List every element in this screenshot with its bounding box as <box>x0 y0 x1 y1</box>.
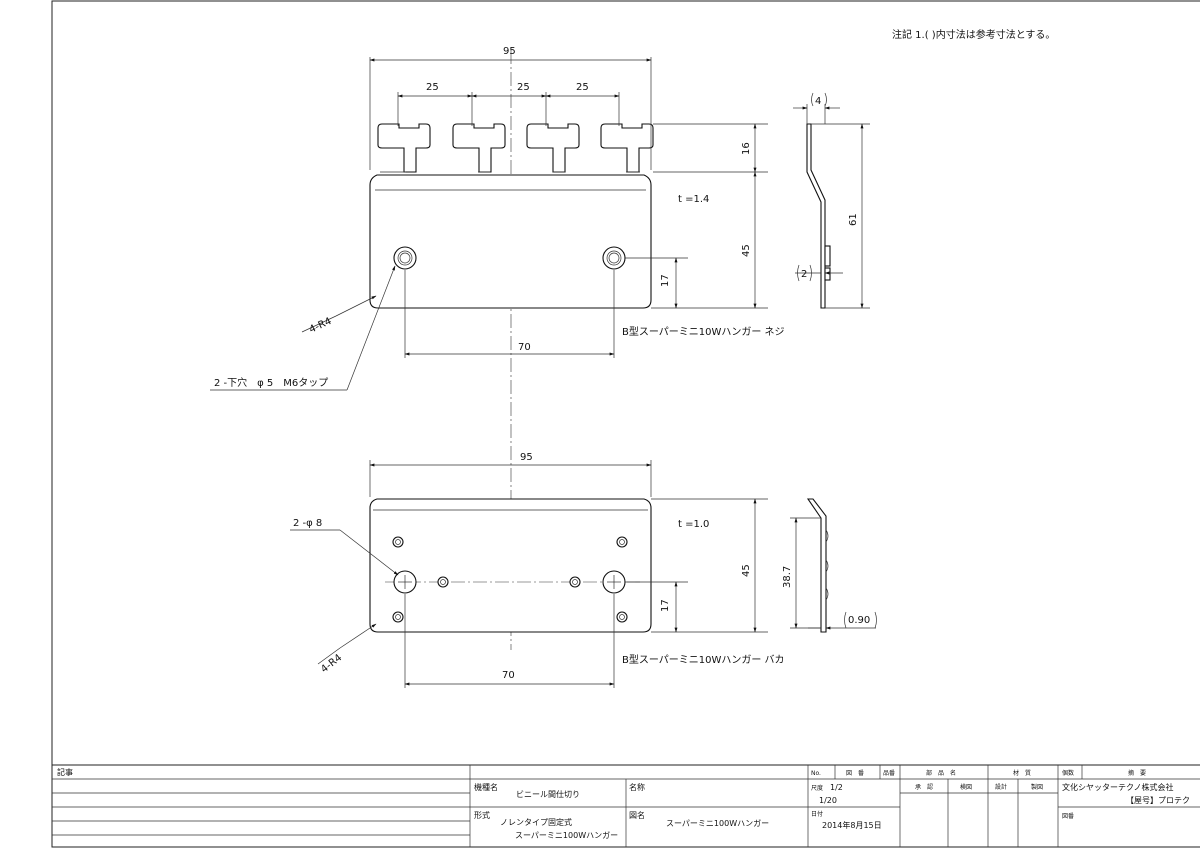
side-lip-label: 2 <box>801 269 807 280</box>
side-height-label: 38.7 <box>782 566 793 588</box>
title-block: 記事 機種名 ビニール間仕切り 形式 ノレンタイプ固定式 スーパーミニ100Wハ… <box>51 764 1200 848</box>
check-label: 検図 <box>960 783 972 791</box>
tap-hole-label: 2 -下穴 φ 5 M6タップ <box>214 376 328 389</box>
dim-hole-spacing-top: 70 <box>518 342 531 353</box>
zaishitsu-label: 材 質 <box>1013 769 1031 777</box>
thickness-label-bottom: t =1.0 <box>678 519 709 530</box>
model-value: ビニール間仕切り <box>516 789 580 799</box>
dim-tab-height: 16 <box>741 142 752 155</box>
top-side-view: 4 61 2 <box>793 92 870 309</box>
side-offset-label: 4 <box>815 96 821 107</box>
scale-value-1: 1/2 <box>830 783 843 792</box>
caption-top: B型スーパーミニ10Wハンガー ネジ <box>622 325 785 338</box>
drawing-name: スーパーミニ100Wハンガー <box>666 818 769 828</box>
dim-pitch-mid: 25 <box>517 82 530 93</box>
radius-label-bottom: 4-R4 <box>319 652 344 675</box>
date-label: 日付 <box>811 810 823 818</box>
bottom-front-view: 95 2 -φ 8 t =1.0 45 17 70 4-R4 B型スーパーミニ1… <box>290 452 785 688</box>
type-label: 形式 <box>474 810 490 820</box>
type-value-2: スーパーミニ100Wハンガー <box>515 830 618 840</box>
tap-hole-left <box>393 246 417 270</box>
approve-label: 承 認 <box>915 783 933 791</box>
hinban-label: 品番 <box>883 770 895 777</box>
hanger-tab-4 <box>600 123 654 173</box>
top-front-view: 95 25 25 25 t =1.4 16 45 17 70 4-R4 <box>210 46 785 650</box>
dim-hole-spacing-bottom: 70 <box>502 670 515 681</box>
tekiyo-label: 摘 要 <box>1128 769 1146 777</box>
dim-pitch-left: 25 <box>426 82 439 93</box>
zuban-label: 図 番 <box>846 770 864 777</box>
hanger-tab-2 <box>452 123 506 173</box>
side-total-height: 61 <box>848 213 859 226</box>
bakana-hole-left <box>393 570 417 594</box>
no-label: No. <box>811 770 821 777</box>
caption-bottom: B型スーパーミニ10Wハンガー バカ <box>622 653 785 666</box>
dim-pitch-right: 25 <box>576 82 589 93</box>
hole-dia-label: 2 -φ 8 <box>293 518 322 529</box>
small-holes <box>392 536 628 623</box>
thickness-label-top: t =1.4 <box>678 194 709 205</box>
draw-label: 製図 <box>1031 783 1043 791</box>
type-value-1: ノレンタイプ固定式 <box>500 817 572 827</box>
company-name: 文化シヤッターテクノ株式会社 <box>1062 782 1174 792</box>
dim-body-height-bottom: 45 <box>741 564 752 577</box>
zuban-bottom-label: 図番 <box>1062 813 1074 820</box>
name-label: 名称 <box>629 782 645 792</box>
design-label: 設計 <box>995 783 1007 791</box>
scale-value-2: 1/20 <box>819 796 837 805</box>
bakana-hole-right <box>602 570 626 594</box>
date-value: 2014年8月15日 <box>822 820 882 830</box>
scale-label: 尺度 <box>811 784 823 792</box>
kosu-label: 個数 <box>1062 769 1074 777</box>
dim-bottom-width: 95 <box>520 452 533 463</box>
dim-hole-height-bottom: 17 <box>660 599 671 612</box>
dim-body-height-top: 45 <box>741 244 752 257</box>
drawing-name-label: 図名 <box>629 810 645 820</box>
radius-label-top: 4-R4 <box>308 316 334 336</box>
side-thickness-label: 0.90 <box>848 615 870 626</box>
hanger-tab-3 <box>526 123 580 173</box>
hanger-tab-1 <box>377 123 431 173</box>
dim-hole-height-top: 17 <box>660 274 671 287</box>
dim-top-width: 95 <box>503 46 516 57</box>
buhin-label: 部 品 名 <box>926 769 956 777</box>
trade-name: 【屋号】プロテク <box>1126 796 1190 805</box>
remarks-label: 記事 <box>57 767 73 777</box>
model-label: 機種名 <box>474 782 498 792</box>
drawing-note: 注記 1.( )内寸法は参考寸法とする。 <box>892 28 1055 41</box>
tap-hole-right <box>602 246 626 270</box>
bottom-side-view: 38.7 0.90 <box>782 498 877 633</box>
